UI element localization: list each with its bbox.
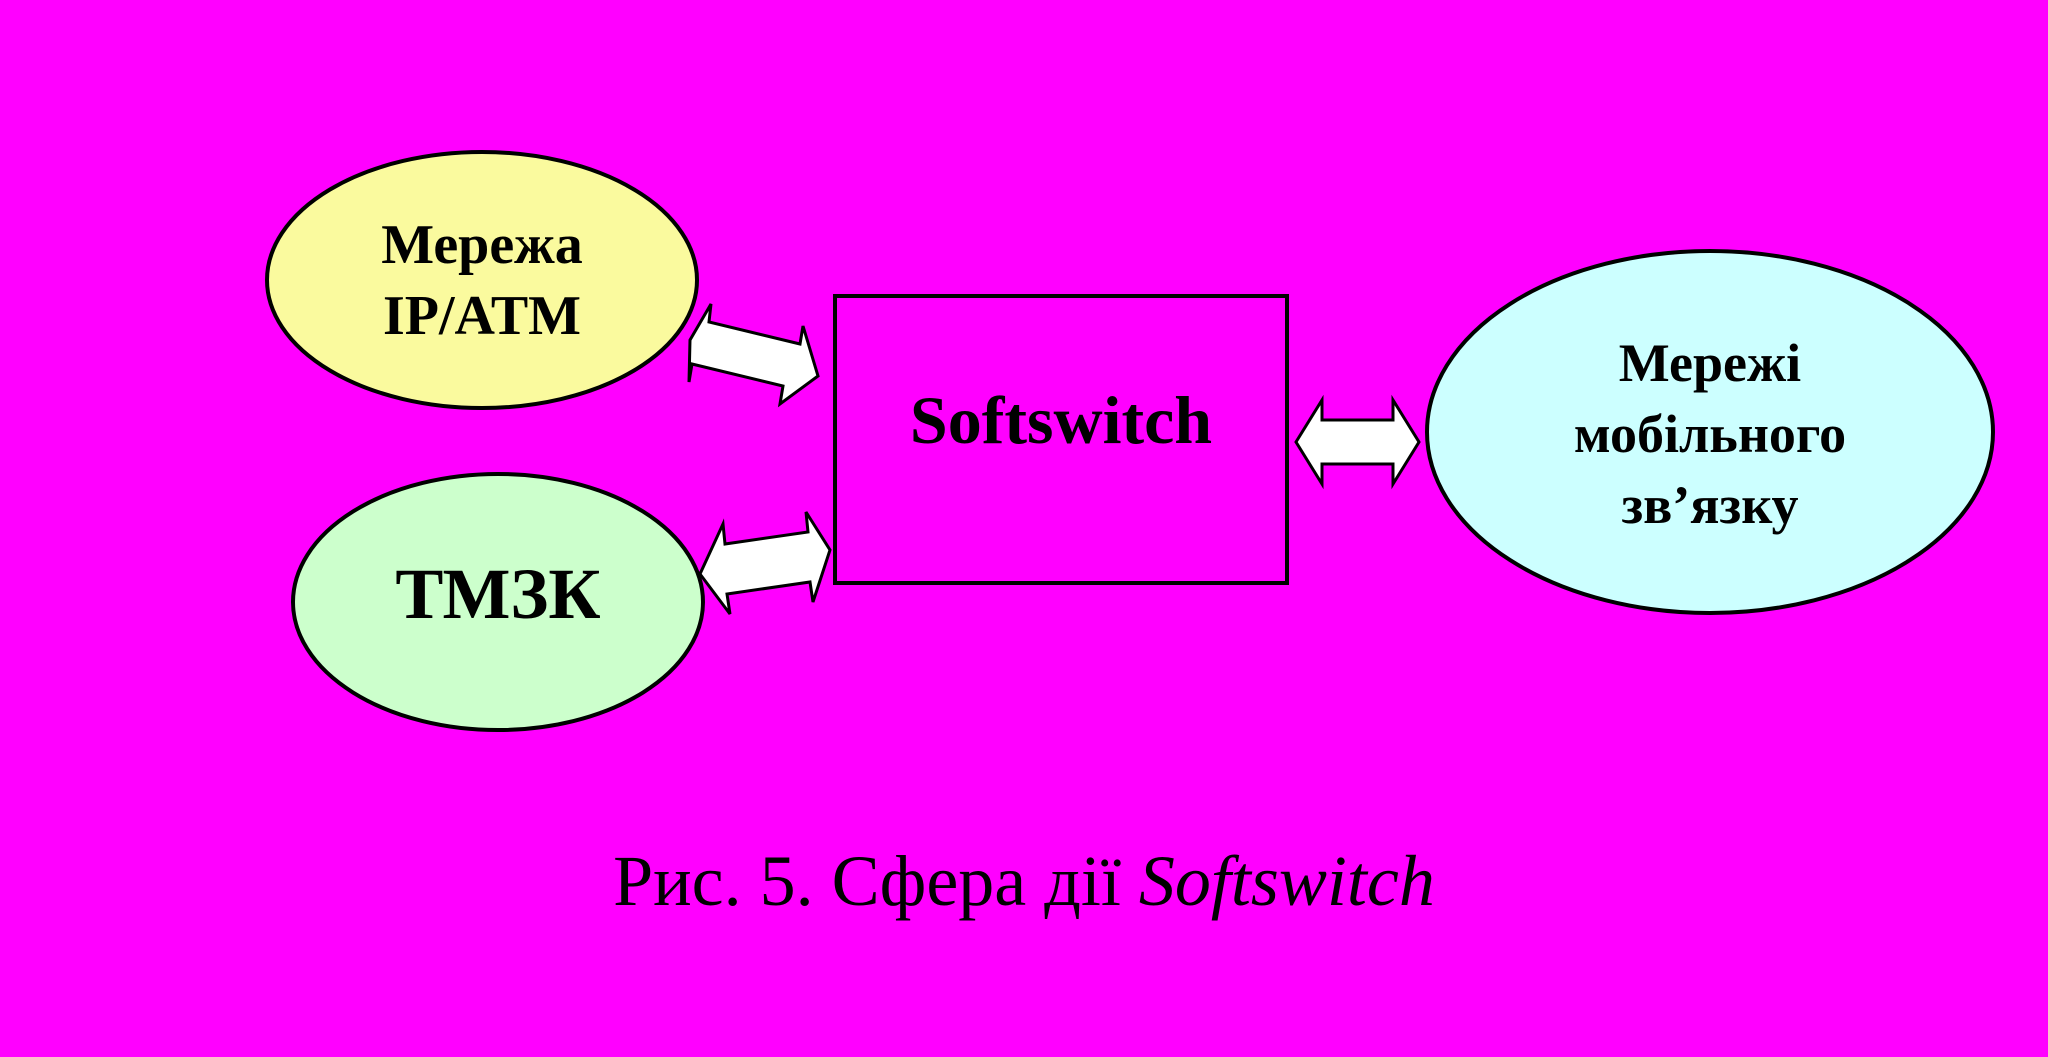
softswitch-label: Softswitch bbox=[910, 382, 1212, 458]
mobile-label-line-3: зв’язку bbox=[1621, 475, 1798, 535]
double-arrow-tmzk bbox=[698, 511, 832, 615]
double-arrow-mobile bbox=[1294, 394, 1421, 490]
double-arrow-ip-atm bbox=[687, 303, 820, 408]
mobile-networks-ellipse bbox=[1425, 249, 1995, 615]
ip-atm-label-line-1: Мережа bbox=[381, 214, 583, 276]
softswitch-box bbox=[833, 294, 1289, 585]
ip-atm-ellipse bbox=[265, 150, 699, 410]
arrow-ip-atm-softswitch bbox=[687, 303, 820, 408]
caption-italic: Softswitch bbox=[1138, 841, 1435, 921]
figure-caption: Рис. 5. Сфера дії Softswitch bbox=[0, 845, 2048, 917]
node-mobile-networks: Мережі мобільного зв’язку bbox=[1425, 249, 1995, 615]
ip-atm-label-line-2: IP/ATM bbox=[383, 285, 581, 347]
tmzk-label: ТМЗК bbox=[395, 554, 600, 634]
node-softswitch: Softswitch bbox=[833, 294, 1289, 585]
mobile-label-line-2: мобільного bbox=[1574, 404, 1846, 464]
caption-prefix: Рис. 5. Сфера дії bbox=[613, 841, 1139, 921]
arrow-softswitch-mobile bbox=[1294, 394, 1421, 490]
node-ip-atm: Мережа IP/ATM bbox=[265, 150, 699, 410]
mobile-label-line-1: Мережі bbox=[1619, 333, 1801, 393]
tmzk-ellipse bbox=[291, 472, 705, 732]
arrow-tmzk-softswitch bbox=[698, 511, 832, 615]
node-tmzk: ТМЗК bbox=[291, 472, 705, 732]
